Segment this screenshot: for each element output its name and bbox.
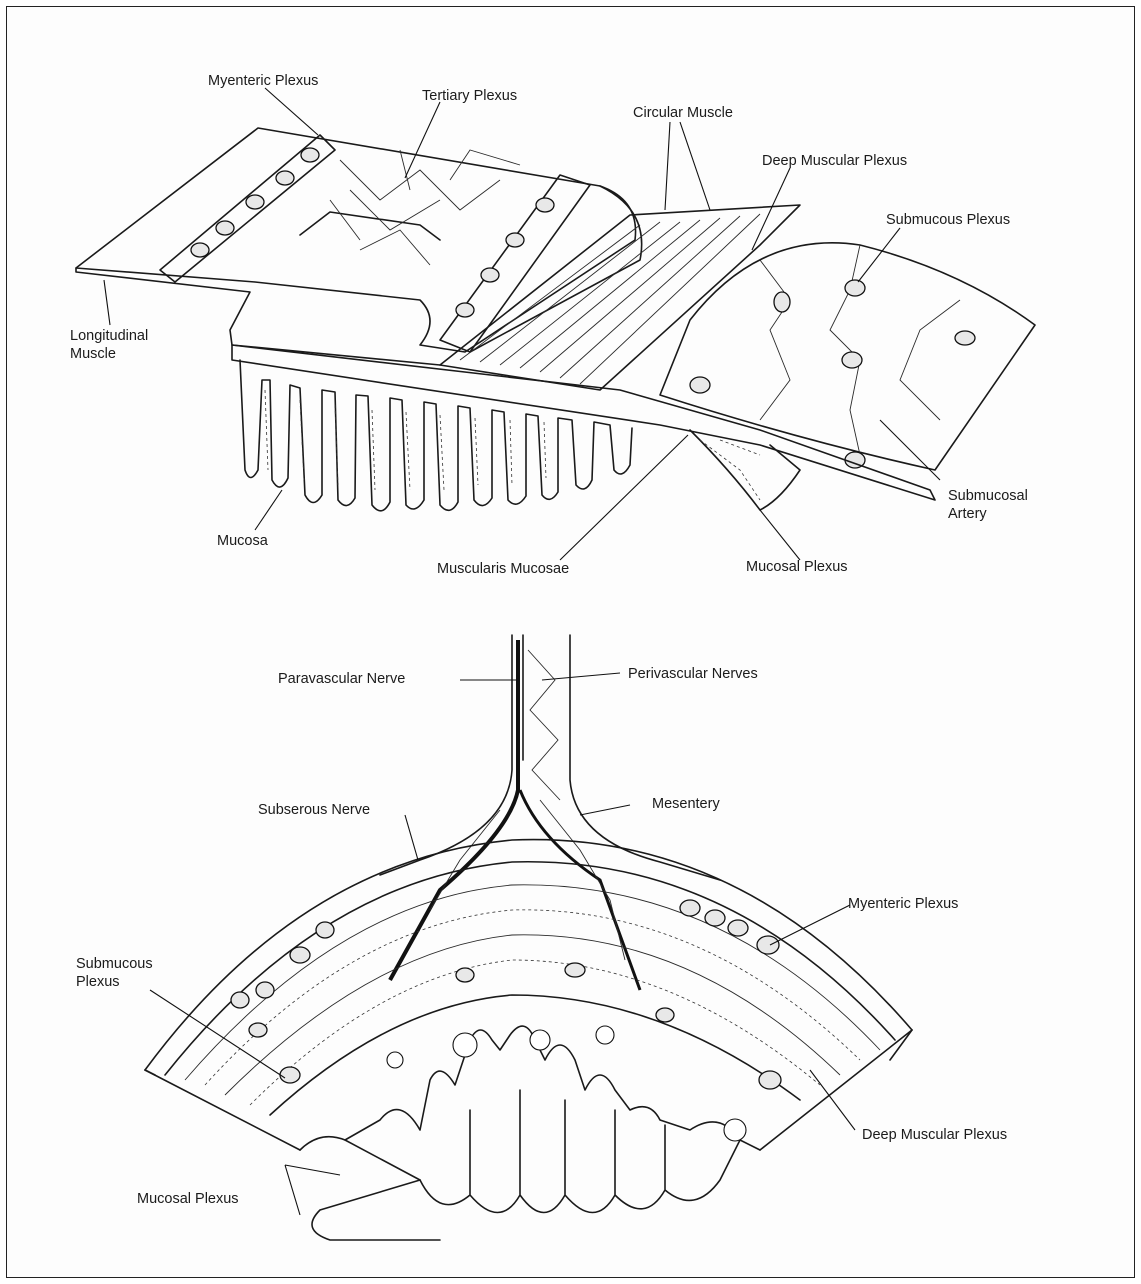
lower-labels: Paravascular Nerve Perivascular Nerves S… [76, 666, 1007, 1207]
label-mucosa: Mucosa [217, 533, 269, 549]
label-submucosal-artery-line2: Artery [948, 506, 987, 522]
label-mucosal-plexus-upper: Mucosal Plexus [746, 559, 848, 575]
label-mesentery: Mesentery [652, 796, 720, 812]
lower-leader-lines [150, 673, 855, 1215]
label-paravascular-nerve: Paravascular Nerve [278, 671, 405, 687]
label-muscularis-mucosae: Muscularis Mucosae [437, 561, 569, 577]
lower-intestinal-cross-section [145, 635, 912, 1240]
label-submucosal-artery-line1: Submucosal [948, 488, 1028, 504]
upper-labels: Myenteric Plexus Tertiary Plexus Circula… [70, 73, 1028, 577]
label-longitudinal-muscle-line2: Muscle [70, 346, 116, 362]
label-deep-muscular-plexus-upper: Deep Muscular Plexus [762, 153, 907, 169]
label-deep-muscular-plexus-lower: Deep Muscular Plexus [862, 1127, 1007, 1143]
label-subserous-nerve: Subserous Nerve [258, 802, 370, 818]
myenteric-ganglia-lower [231, 900, 779, 1008]
label-tertiary-plexus: Tertiary Plexus [422, 88, 517, 104]
label-submucous-plexus-lower-line1: Submucous [76, 956, 153, 972]
label-myenteric-plexus-lower: Myenteric Plexus [848, 896, 958, 912]
label-circular-muscle: Circular Muscle [633, 105, 733, 121]
submucous-ganglia-lower [249, 963, 781, 1089]
label-mucosal-plexus-lower: Mucosal Plexus [137, 1191, 239, 1207]
label-longitudinal-muscle-line1: Longitudinal [70, 328, 148, 344]
upper-intestinal-wall-illustration [76, 128, 1035, 511]
label-submucous-plexus-upper: Submucous Plexus [886, 212, 1010, 228]
label-myenteric-plexus-upper: Myenteric Plexus [208, 73, 318, 89]
label-perivascular-nerves: Perivascular Nerves [628, 666, 758, 682]
label-submucous-plexus-lower-line2: Plexus [76, 974, 120, 990]
